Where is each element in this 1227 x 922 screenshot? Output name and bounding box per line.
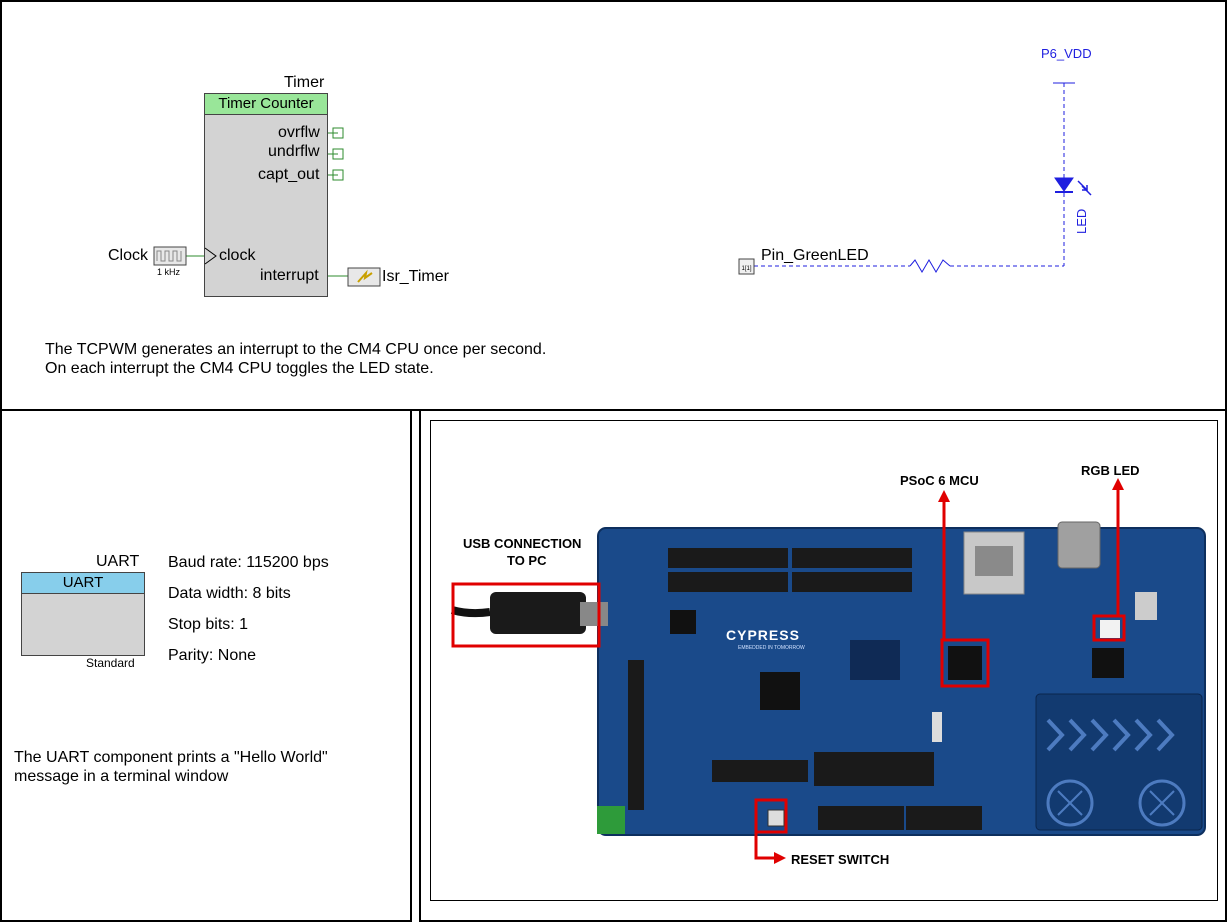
uart-instance-name: UART (96, 553, 140, 570)
pin-clock: clock (219, 247, 256, 264)
clock-frequency: 1 kHz (157, 267, 181, 277)
mcu-chip (948, 646, 982, 680)
pin-green-led-label: Pin_GreenLED (761, 247, 869, 264)
clock-icon (153, 246, 187, 266)
uart-setting-parity: Parity: None (168, 647, 257, 664)
callout-highlights (451, 488, 1126, 860)
callout-mcu: PSoC 6 MCU (900, 473, 979, 488)
usb-highlight (451, 582, 601, 648)
rgb-led-highlight (1092, 614, 1126, 642)
callout-usb-line1: USB CONNECTION (463, 536, 582, 551)
led-circuit-wires (754, 82, 1075, 273)
pin-interrupt: interrupt (260, 267, 319, 284)
board-tagline: EMBEDDED IN TOMORROW (738, 645, 805, 651)
uart-setting-width: Data width: 8 bits (168, 585, 291, 602)
uart-setting-stop: Stop bits: 1 (168, 616, 249, 633)
terminal-block (597, 806, 625, 834)
uart-component[interactable]: UART (21, 572, 145, 656)
callout-reset-switch: RESET SWITCH (791, 852, 890, 867)
isr-label: Isr_Timer (382, 268, 449, 285)
uart-component-title: UART (22, 573, 144, 594)
uart-description-line1: The UART component prints a "Hello World… (14, 749, 328, 766)
uart-description-line2: message in a terminal window (14, 768, 229, 785)
uart-variant: Standard (86, 656, 135, 670)
callout-usb-line2: TO PC (507, 553, 547, 568)
interrupt-icon (347, 267, 381, 287)
capsense-panel (1035, 693, 1203, 831)
callout-rgb-led: RGB LED (1081, 463, 1140, 478)
pin-icon: 1[1] (738, 258, 755, 275)
timer-component[interactable]: Timer Counter (204, 93, 328, 297)
pin-ovrflw: ovrflw (278, 124, 320, 141)
top-description-line2: On each interrupt the CM4 CPU toggles th… (45, 360, 434, 377)
pin-capt-out: capt_out (258, 166, 320, 183)
reset-arrow (754, 832, 776, 860)
uart-panel (0, 409, 412, 922)
board-image-frame (430, 420, 1218, 901)
timer-instance-name: Timer (284, 74, 325, 91)
top-description-line1: The TCPWM generates an interrupt to the … (45, 341, 547, 358)
clock-label: Clock (108, 247, 149, 264)
led-diode-icon (1054, 177, 1092, 196)
top-headers (668, 548, 912, 592)
pin-icon-text: 1[1] (741, 266, 751, 272)
board-panel (419, 409, 1227, 922)
supply-label: P6_VDD (1041, 46, 1092, 61)
reset-highlight (754, 798, 788, 834)
chip-1 (760, 672, 800, 710)
pin-undrflw: undrflw (268, 143, 320, 160)
uart-setting-baud: Baud rate: 115200 bps (168, 554, 329, 571)
usb-cable-icon (450, 592, 608, 634)
timer-component-title: Timer Counter (205, 94, 327, 115)
board-brand: CYPRESS (726, 627, 800, 643)
left-header (628, 660, 644, 810)
mcu-highlight (940, 638, 990, 688)
rgb-led (1100, 620, 1120, 638)
